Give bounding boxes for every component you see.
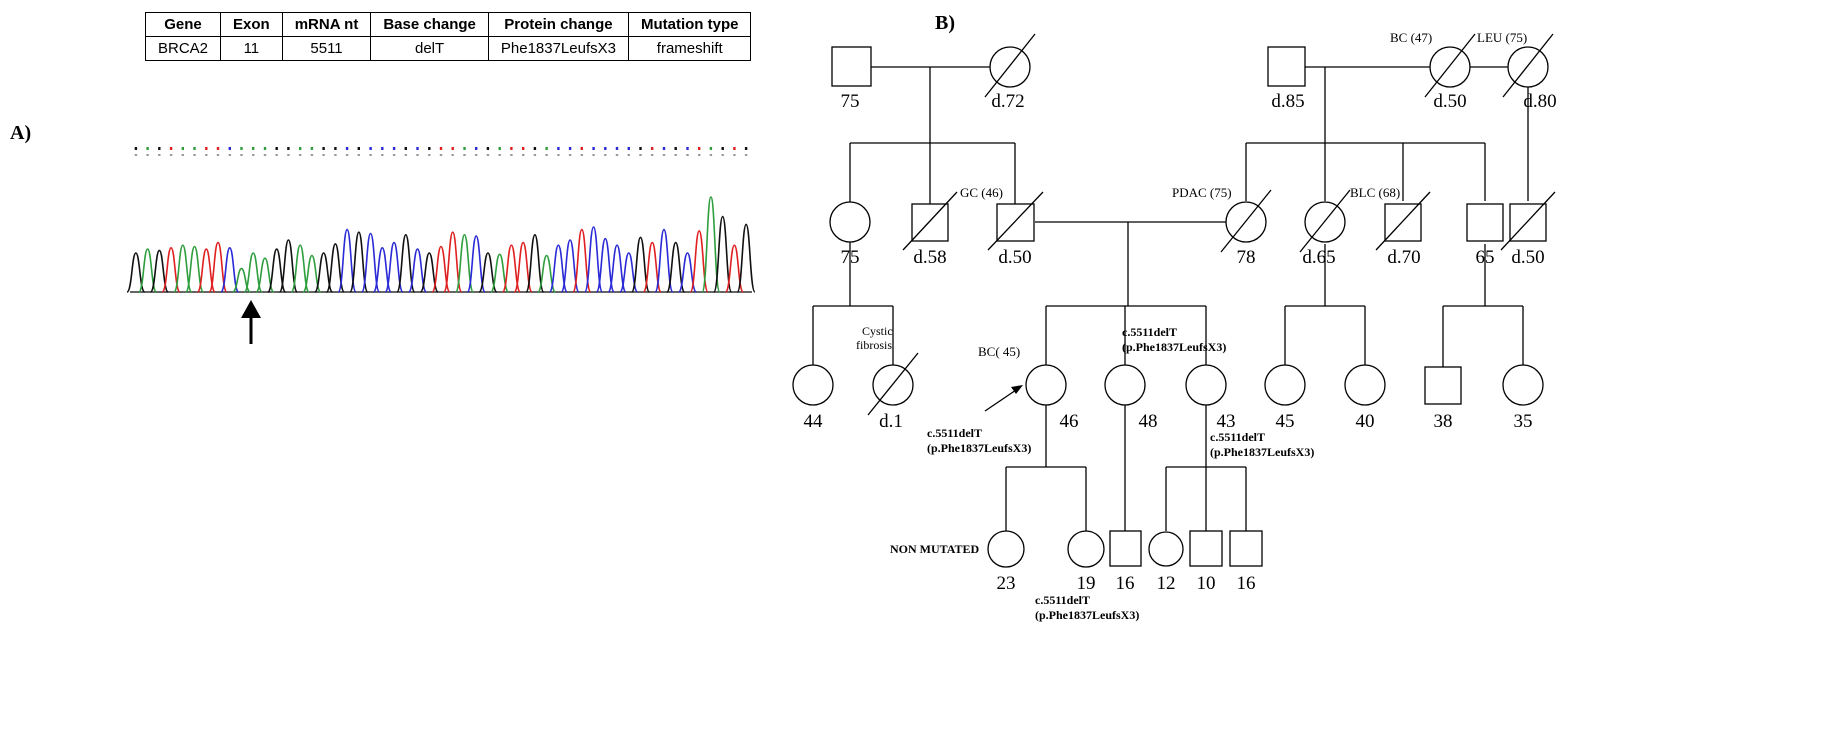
deceased-slash: [1299, 189, 1351, 253]
diagnosis-label: PDAC (75): [1172, 185, 1232, 200]
deceased-slash: [984, 33, 1036, 98]
deceased-slash: [987, 191, 1044, 251]
deceased-slash: [867, 352, 919, 416]
panel-label-a: A): [10, 122, 32, 144]
column-header: mRNA nt: [281, 12, 372, 37]
age-label: 44: [804, 411, 824, 432]
diagnosis-label: BLC (68): [1350, 185, 1400, 200]
female-symbol: [1185, 364, 1227, 406]
mutation-table: Gene Exon mRNA nt Base change Protein ch…: [144, 12, 752, 61]
age-label: 40: [1356, 411, 1375, 432]
pedigree-lines: [812, 66, 1529, 531]
age-label: d.80: [1523, 91, 1556, 112]
age-label: 65: [1476, 247, 1495, 268]
age-label: 12: [1157, 573, 1176, 594]
age-label: d.72: [991, 91, 1024, 112]
age-label: 38: [1434, 411, 1453, 432]
male-symbol-deceased: [911, 203, 949, 242]
proband-arrow-icon: [984, 385, 1023, 412]
female-symbol: [792, 364, 834, 406]
deceased-slash: [1424, 33, 1476, 98]
deceased-slash: [1502, 33, 1554, 98]
age-label: 48: [1139, 411, 1158, 432]
male-symbol: [831, 46, 872, 87]
age-label: 75: [841, 247, 860, 268]
age-label: 10: [1197, 573, 1216, 594]
table-cell: delT: [370, 36, 489, 61]
age-label: 19: [1077, 573, 1096, 594]
age-label: 43: [1217, 411, 1236, 432]
male-symbol: [1466, 203, 1504, 242]
table-cell: BRCA2: [144, 36, 222, 61]
female-symbol: [1148, 531, 1184, 567]
age-label: 35: [1514, 411, 1533, 432]
age-label: d.85: [1271, 91, 1304, 112]
female-symbol: [1067, 530, 1105, 568]
age-label: d.65: [1302, 247, 1335, 268]
non-mutated-label: NON MUTATED: [890, 542, 980, 556]
proband-diagnosis-label: BC( 45): [978, 344, 1020, 359]
female-symbol-proband: [1025, 364, 1067, 406]
table-header-row: Gene Exon mRNA nt Base change Protein ch…: [144, 12, 752, 37]
age-label: 23: [997, 573, 1016, 594]
column-header: Protein change: [487, 12, 629, 37]
diagnosis-label: LEU (75): [1477, 30, 1527, 45]
table-row: BRCA2 11 5511 delT Phe1837LeufsX3 frames…: [144, 36, 752, 61]
female-symbol-deceased: [989, 46, 1031, 88]
diagnosis-label: BC (47): [1390, 30, 1432, 45]
male-symbol: [1229, 530, 1263, 567]
table-cell: frameshift: [627, 36, 752, 61]
female-symbol: [829, 201, 871, 243]
mutation-label: c.5511delT: [1035, 593, 1090, 607]
diagnosis-label: GC (46): [960, 185, 1003, 200]
mutation-label: (p.Phe1837LeufsX3): [1122, 340, 1226, 354]
age-label: d.50: [1511, 247, 1544, 268]
mutation-label: c.5511delT: [1210, 430, 1265, 444]
age-label: 16: [1237, 573, 1256, 594]
age-label: 78: [1237, 247, 1256, 268]
deceased-slash: [1375, 191, 1431, 251]
female-symbol: [1502, 364, 1544, 406]
age-label: d.1: [879, 411, 903, 432]
table-cell: Phe1837LeufsX3: [487, 36, 629, 61]
column-header: Base change: [370, 12, 489, 37]
mutation-label: c.5511delT: [927, 426, 982, 440]
age-label: 46: [1060, 411, 1079, 432]
age-label: d.50: [1433, 91, 1466, 112]
diagnosis-label: Cystic: [862, 324, 893, 338]
deceased-slash: [902, 191, 958, 251]
deceased-slash: [1500, 191, 1556, 251]
age-label: 75: [841, 91, 860, 112]
male-symbol: [1424, 366, 1462, 405]
female-symbol-deceased: [1429, 46, 1471, 88]
age-label: d.58: [913, 247, 946, 268]
table-cell: 5511: [281, 36, 372, 61]
age-label: 16: [1116, 573, 1135, 594]
mutation-label: (p.Phe1837LeufsX3): [927, 441, 1031, 455]
mutation-label: (p.Phe1837LeufsX3): [1210, 445, 1314, 459]
male-symbol: [1267, 46, 1306, 87]
female-symbol: [1264, 364, 1306, 406]
diagnosis-label: fibrosis: [856, 338, 892, 352]
mutation-label: c.5511delT: [1122, 325, 1177, 339]
age-label: d.50: [998, 247, 1031, 268]
female-symbol: [1344, 364, 1386, 406]
panel-label-b: B): [935, 12, 955, 34]
female-symbol: [1104, 364, 1146, 406]
female-symbol: [987, 530, 1025, 568]
male-symbol: [1109, 530, 1142, 567]
age-label: d.70: [1387, 247, 1420, 268]
female-symbol-deceased: [1507, 46, 1549, 88]
age-label: 45: [1276, 411, 1295, 432]
column-header: Mutation type: [627, 12, 752, 37]
mutation-label: (p.Phe1837LeufsX3): [1035, 608, 1139, 622]
male-symbol: [1189, 530, 1223, 567]
pedigree-symbols: [792, 33, 1556, 568]
deceased-slash: [1220, 189, 1272, 253]
